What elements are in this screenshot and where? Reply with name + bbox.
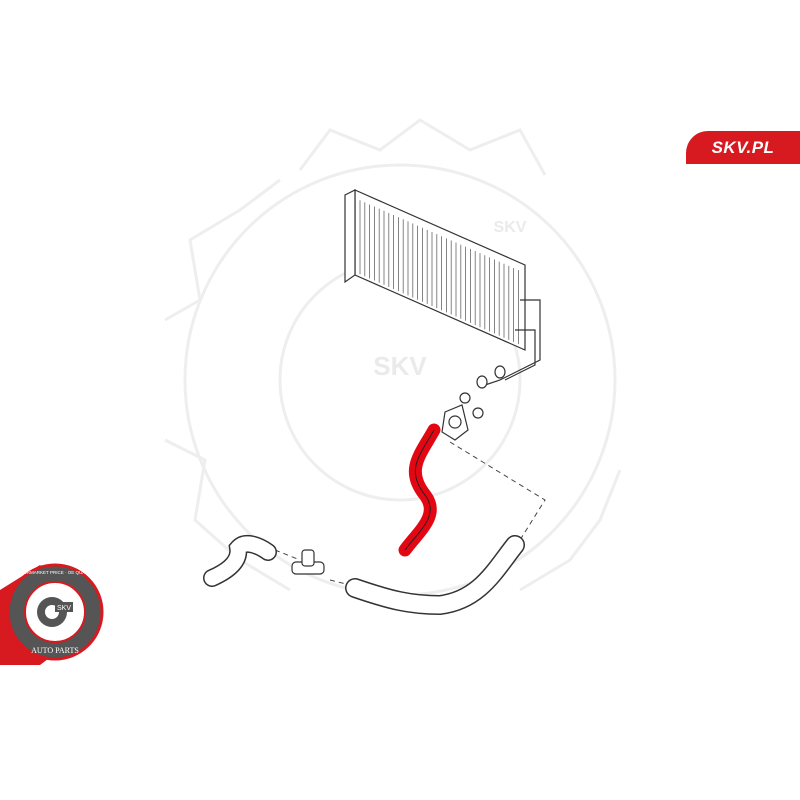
- watermark-text-small: SKV: [494, 219, 527, 236]
- left-hose: [203, 534, 277, 587]
- assembly-guide-lines: [274, 441, 546, 586]
- watermark-text: SKV: [373, 351, 427, 381]
- badge-center-text: SKV: [57, 605, 71, 612]
- brand-logo-tag: SKV.PL: [686, 131, 800, 164]
- badge-bottom-text: AUTO PARTS: [31, 646, 79, 655]
- heater-core: [344, 189, 541, 389]
- badge-top-text: AFTERMARKET PRICE · OE QUALITY: [15, 570, 94, 575]
- flange-seal: [441, 392, 484, 441]
- lower-hose: [345, 535, 525, 616]
- t-connector: [291, 549, 325, 575]
- skv-auto-parts-badge: SKV AFTERMARKET PRICE · OE QUALITY AUTO …: [0, 563, 104, 665]
